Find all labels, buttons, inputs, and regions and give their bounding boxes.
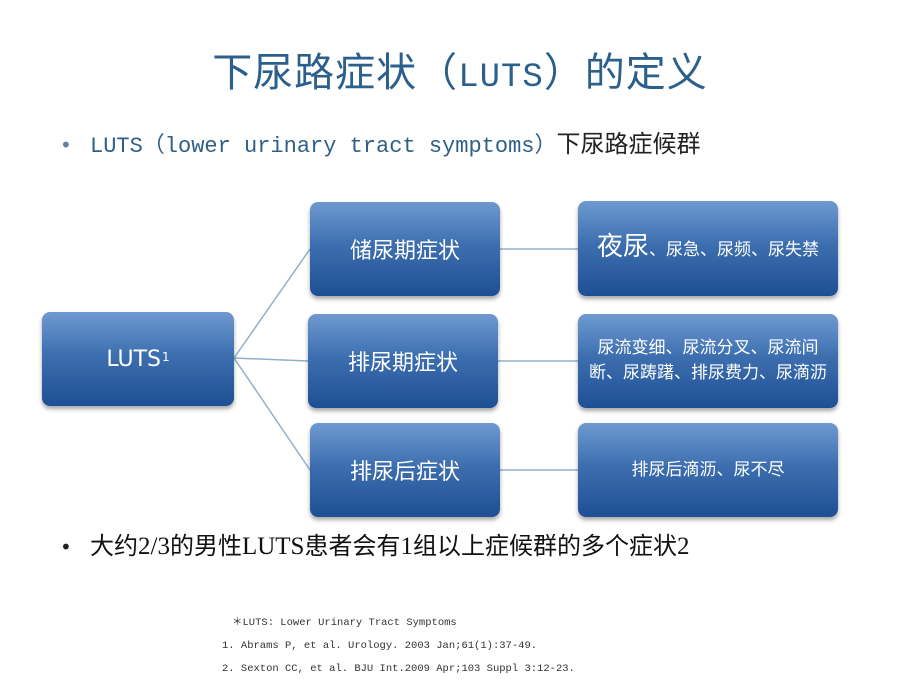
bullet2-part-5: 患者会有 [304, 532, 401, 560]
bullet-dot-icon: • [60, 535, 72, 559]
slide-title: 下尿路症状（LUTS）的定义 [0, 40, 920, 98]
storage-symptoms-desc-box: 夜尿、尿急、尿频、尿失禁 [578, 201, 838, 296]
bullet2-part-4: LUTS [241, 533, 305, 560]
voiding-symptoms-desc-box: 尿流变细、尿流分叉、尿流间断、尿踌躇、排尿费力、尿滴沥 [578, 314, 838, 408]
storage-symptoms-desc: 夜尿、尿急、尿频、尿失禁 [596, 231, 819, 263]
reference-note: ＊LUTS: Lower Urinary Tract Symptoms [232, 617, 457, 629]
reference-2: 2. Sexton CC, et al. BJU Int.2009 Apr;10… [222, 663, 575, 675]
bullet2-part-3: 的男性 [169, 532, 242, 560]
reference-1: 1. Abrams P, et al. Urology. 2003 Jan;61… [222, 640, 538, 652]
luts-root-label: LUTS [106, 346, 162, 372]
postvoid-symptoms-desc-box: 排尿后滴沥、尿不尽 [578, 423, 838, 517]
bullet2-part-6: 1 [400, 533, 413, 560]
references: ＊LUTS: Lower Urinary Tract Symptoms 1. A… [222, 612, 575, 681]
connector-root-voiding [233, 357, 309, 362]
bullet1-chinese: 下尿路症候群 [556, 130, 701, 158]
title-part-3: ）的定义 [543, 50, 708, 96]
storage-symptoms-desc-emphasis: 夜尿 [596, 231, 649, 262]
bullet1-english: LUTS（lower urinary tract symptoms） [90, 134, 557, 159]
connector-root-postvoid [233, 357, 311, 471]
bullet2-part-1: 大约 [90, 532, 138, 560]
storage-symptoms-label: 储尿期症状 [349, 239, 460, 264]
bullet-dot-icon: • [60, 133, 72, 157]
postvoid-symptoms-label: 排尿后症状 [349, 460, 460, 485]
postvoid-symptoms-box: 排尿后症状 [310, 423, 500, 517]
bullet2-part-2: 2/3 [138, 533, 170, 560]
storage-symptoms-box: 储尿期症状 [310, 202, 500, 296]
voiding-symptoms-desc: 尿流变细、尿流分叉、尿流间断、尿踌躇、排尿费力、尿滴沥 [589, 338, 827, 383]
bullet-prevalence: • 大约2/3的男性LUTS患者会有1组以上症候群的多个症状2 [60, 526, 689, 561]
postvoid-symptoms-desc: 排尿后滴沥、尿不尽 [631, 459, 785, 480]
luts-root-superscript: 1 [162, 350, 170, 364]
voiding-symptoms-box: 排尿期症状 [308, 314, 498, 408]
storage-symptoms-desc-rest: 、尿急、尿频、尿失禁 [649, 239, 819, 260]
title-part-1: 下尿路症状（ [212, 50, 459, 96]
title-part-2: LUTS [458, 59, 544, 97]
bullet-luts-definition: • LUTS（lower urinary tract symptoms）下尿路症候… [60, 124, 700, 159]
voiding-symptoms-label: 排尿期症状 [347, 351, 458, 376]
bullet2-part-8: 2 [676, 533, 690, 560]
bullet2-part-7: 组以上症候群的多个症状 [412, 532, 677, 560]
connector-root-storage [233, 248, 311, 359]
